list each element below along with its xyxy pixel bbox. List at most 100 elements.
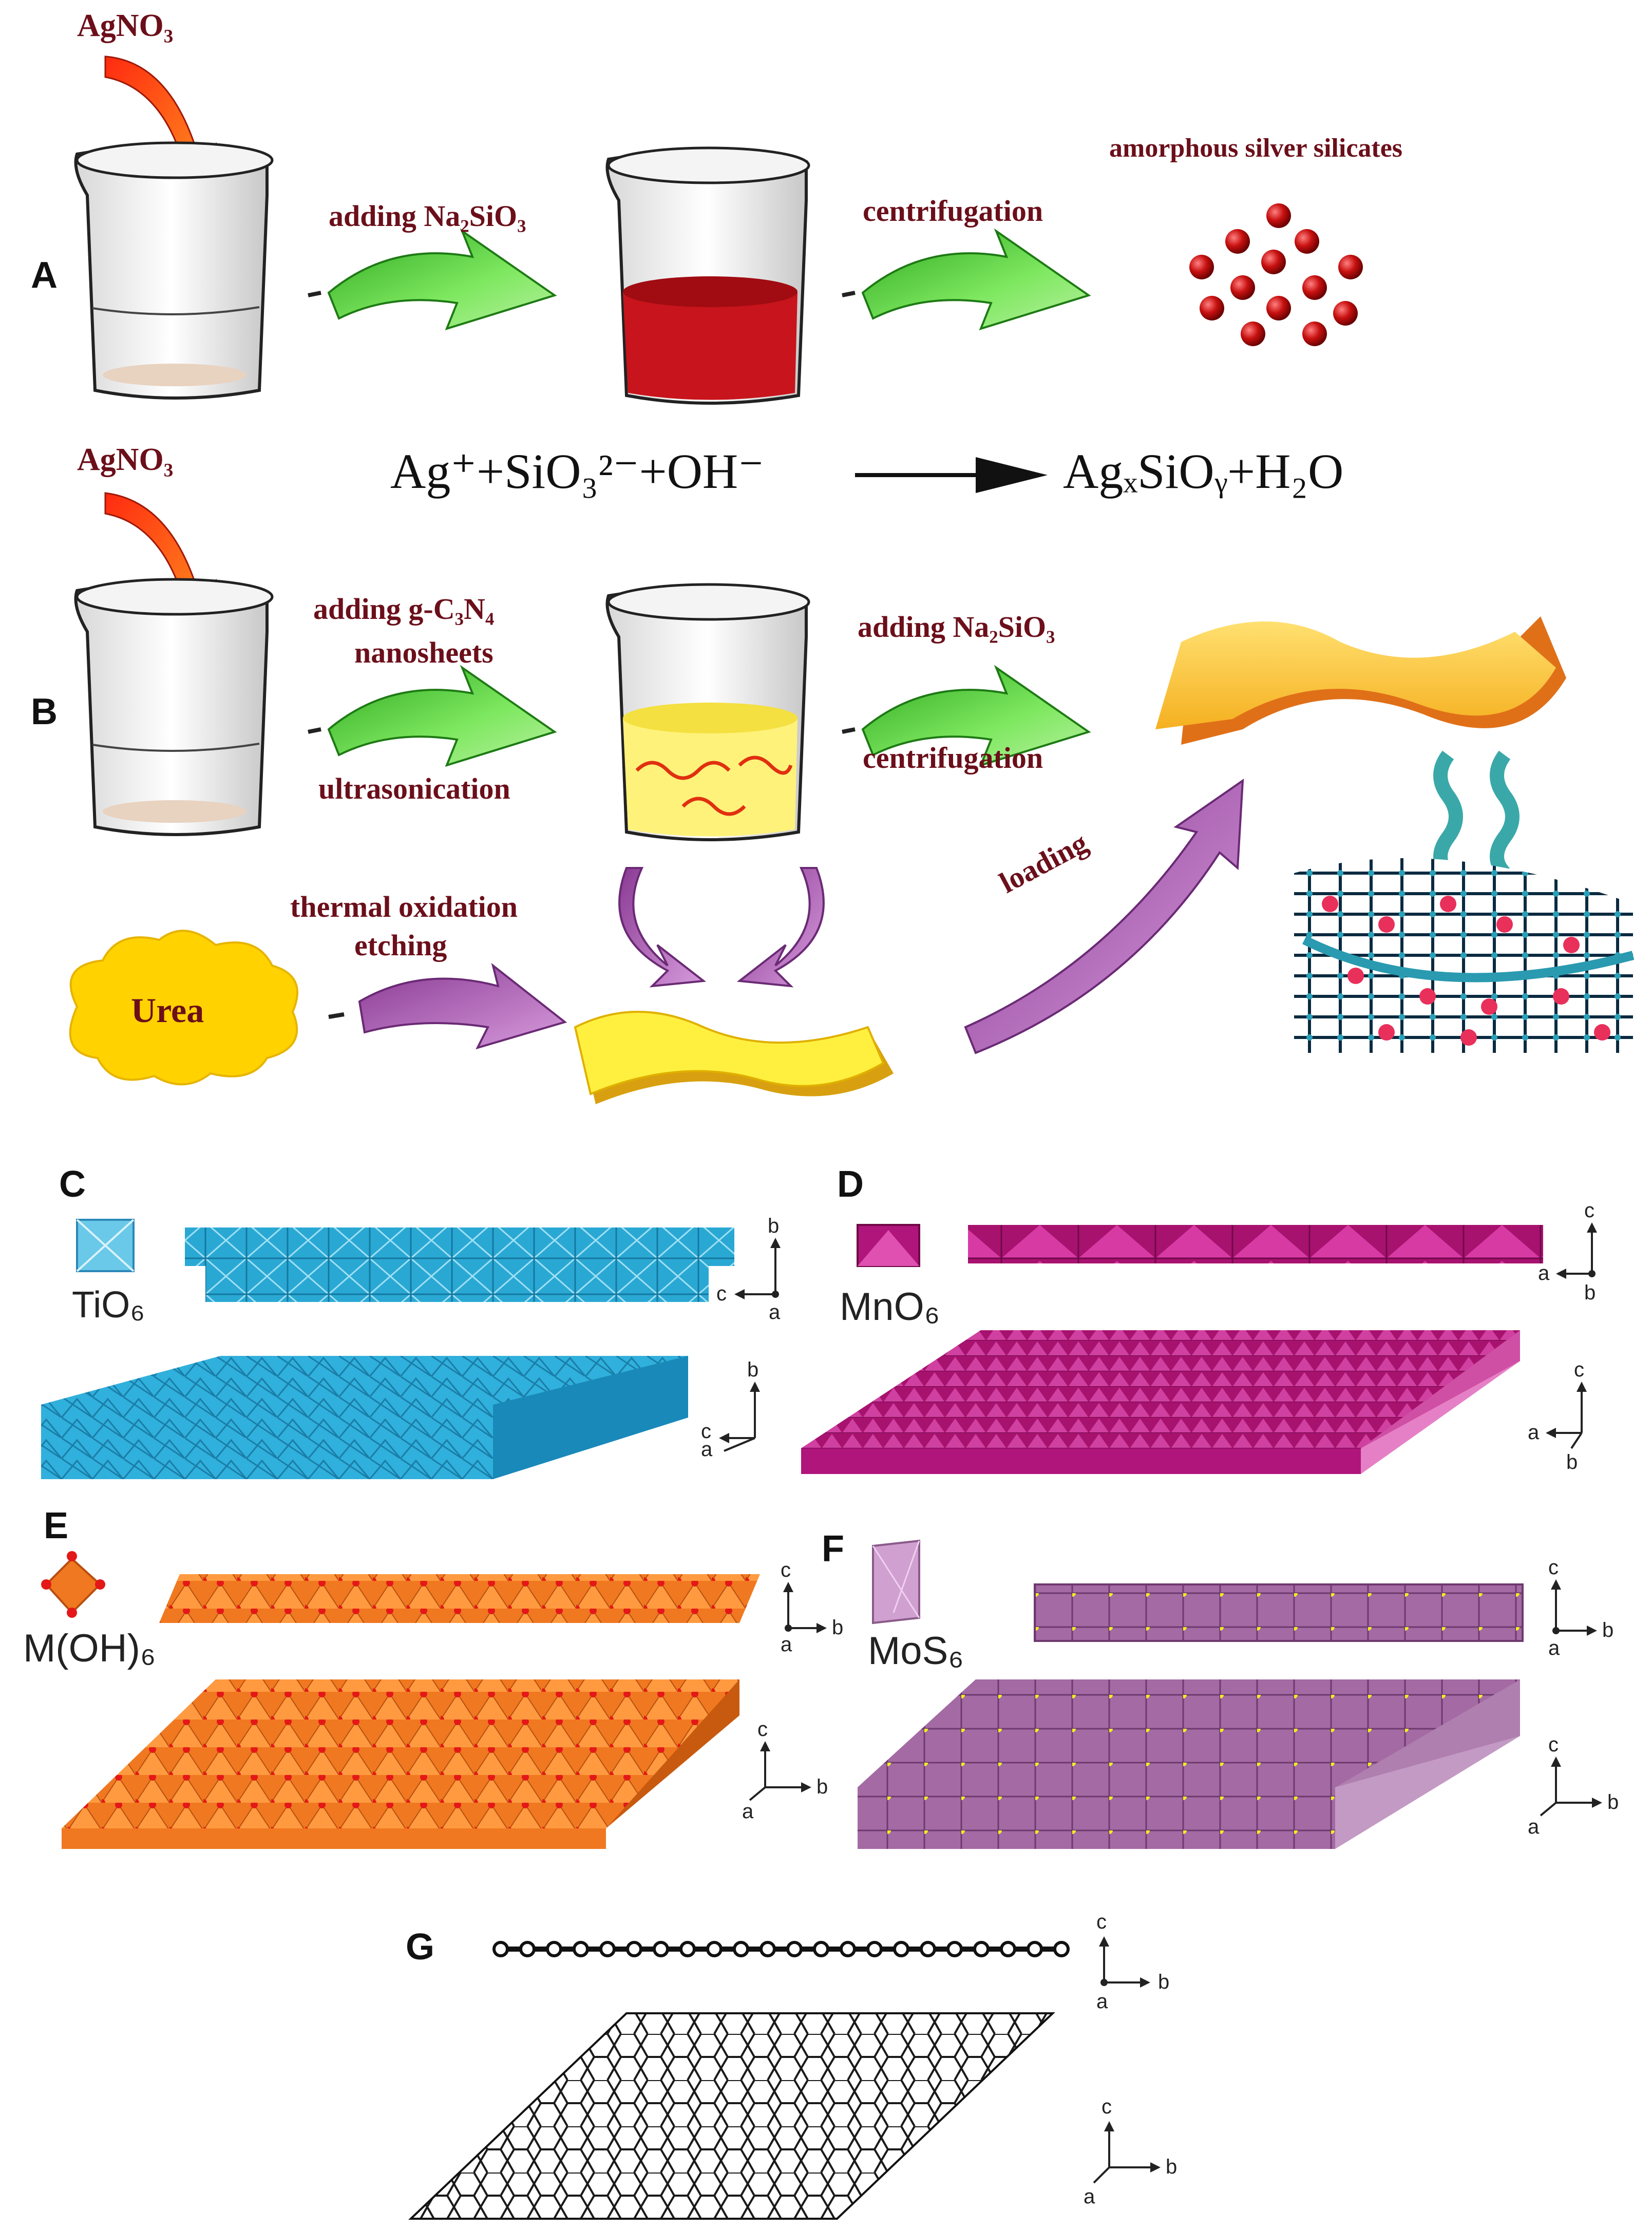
mno6-label: MnO₆ [840, 1285, 940, 1329]
carbon-atom [946, 1941, 963, 1957]
axis-f-top-up: c [1548, 1556, 1559, 1579]
tio6-label: TiO₆ [72, 1284, 145, 1326]
green-arrow-b1-icon [308, 665, 557, 767]
axes-f-top-icon [1551, 1579, 1597, 1636]
carbon-atom [866, 1941, 883, 1957]
axes-d-top-icon [1556, 1222, 1597, 1279]
mos6-label: MoS₆ [868, 1629, 964, 1673]
loaded-nanosheet-icon [1155, 616, 1566, 745]
mno6-chain [968, 1225, 1543, 1263]
panel-a-product-label: amorphous silver silicates [1109, 134, 1402, 163]
panel-e-label: E [44, 1505, 68, 1546]
axis-e-bottom-right: b [816, 1775, 828, 1798]
axis-c-bottom-left: c [701, 1420, 711, 1443]
axis-g-top-out: a [1096, 1990, 1108, 2013]
axis-g-bottom-out: a [1084, 2185, 1095, 2208]
axes-e-bottom-icon [749, 1741, 811, 1801]
panel-a-reagent: AgNO₃ [77, 8, 173, 43]
axis-e-top-up: c [781, 1559, 791, 1581]
carbon-atom [706, 1941, 723, 1957]
tio6-layer [41, 1356, 688, 1479]
axes-d-bottom-icon [1546, 1382, 1587, 1449]
axes-e-top-icon [783, 1582, 827, 1633]
equation-lhs: Ag⁺+SiO₃²⁻+OH⁻ [390, 444, 764, 499]
carbon-atom [599, 1941, 616, 1957]
axis-f-top-right: b [1602, 1619, 1613, 1641]
panel-b-step2-line2: centrifugation [863, 741, 1043, 775]
carbon-atom [1027, 1941, 1043, 1957]
panel-a-label: A [31, 255, 58, 296]
loading-arrow-icon [964, 779, 1244, 1054]
panel-b-step1-line2: nanosheets [354, 636, 493, 669]
axis-g-top-up: c [1096, 1911, 1107, 1933]
axes-g-bottom-icon [1093, 2121, 1161, 2184]
panel-b-reagent: AgNO₃ [77, 442, 173, 477]
beaker-yellow-solution-icon [605, 583, 810, 841]
mno6-octahedron-icon [857, 1224, 920, 1267]
green-arrow-icon [308, 228, 557, 331]
carbon-atom [546, 1941, 562, 1957]
gcn-nanosheet-icon [574, 1011, 894, 1104]
urea-label: Urea [131, 991, 204, 1030]
mos6-prism-icon [872, 1539, 920, 1624]
axes-f-bottom-icon [1540, 1756, 1602, 1817]
axis-c-bottom-out: a [701, 1438, 713, 1461]
panel-d-label: D [837, 1164, 864, 1205]
axis-e-top-right: b [832, 1616, 843, 1639]
axis-c-top-out: a [769, 1301, 781, 1324]
moh6-layer [62, 1679, 739, 1849]
axis-f-bottom-up: c [1548, 1733, 1559, 1756]
carbon-atom [973, 1941, 990, 1957]
axes-g-top-icon [1099, 1936, 1150, 1988]
carbon-atom [679, 1941, 696, 1957]
axis-d-bottom-out: b [1566, 1451, 1578, 1474]
axis-d-top-up: c [1584, 1199, 1594, 1222]
loading-label: loading [994, 826, 1093, 900]
carbon-atom [1000, 1941, 1016, 1957]
moh6-octahedron-icon [41, 1551, 105, 1618]
urea-cloud-icon [69, 930, 298, 1086]
tio6-octahedron-icon [76, 1219, 135, 1272]
axis-e-bottom-up: c [757, 1718, 768, 1741]
axis-e-top-out: a [781, 1633, 792, 1656]
panel-b-step2-line1: adding Na₂SiO₃ [858, 610, 1055, 644]
thermal-line1: thermal oxidation [290, 890, 518, 923]
carbon-atom [840, 1941, 856, 1957]
mos6-chain [1034, 1583, 1524, 1642]
carbon-atom [920, 1941, 936, 1957]
axes-c-top-icon [734, 1238, 781, 1299]
graphene-layer [408, 2012, 1055, 2220]
carbon-atom [519, 1941, 536, 1957]
composite-lattice-icon [1294, 858, 1635, 1053]
axis-f-top-out: a [1548, 1637, 1560, 1659]
carbon-atom [759, 1941, 776, 1957]
mos6-layer [858, 1679, 1520, 1849]
beaker-empty-icon [74, 141, 274, 400]
green-arrow-2-icon [842, 228, 1091, 331]
panel-b-step1-below: ultrasonication [318, 772, 510, 805]
purple-arrow-icon [328, 962, 567, 1050]
graphene-chain [492, 1941, 1070, 1957]
silver-silicate-particles-icon [1189, 203, 1363, 346]
axis-d-bottom-up: c [1574, 1358, 1584, 1381]
mno6-layer [801, 1330, 1520, 1474]
beaker-empty-b-icon [74, 578, 274, 836]
panel-c-label: C [59, 1164, 86, 1205]
thermal-line2: etching [354, 929, 447, 962]
carbon-atom [893, 1941, 909, 1957]
tio6-chain [185, 1227, 734, 1302]
panel-a-step1-label: adding Na₂SiO₃ [329, 199, 526, 233]
axis-f-bottom-out: a [1528, 1816, 1540, 1838]
panel-f-label: F [822, 1528, 844, 1570]
panel-g-label: G [406, 1926, 434, 1968]
panel-b-label: B [31, 691, 58, 732]
axis-f-bottom-right: b [1607, 1791, 1619, 1814]
moh6-chain [159, 1574, 760, 1623]
carbon-atom [573, 1941, 589, 1957]
carbon-atom [1053, 1941, 1070, 1957]
axis-d-bottom-left: a [1528, 1421, 1540, 1444]
beaker-red-solution-icon [605, 146, 810, 405]
axis-d-top-out: b [1584, 1281, 1596, 1304]
reaction-arrow-icon [855, 457, 1048, 493]
